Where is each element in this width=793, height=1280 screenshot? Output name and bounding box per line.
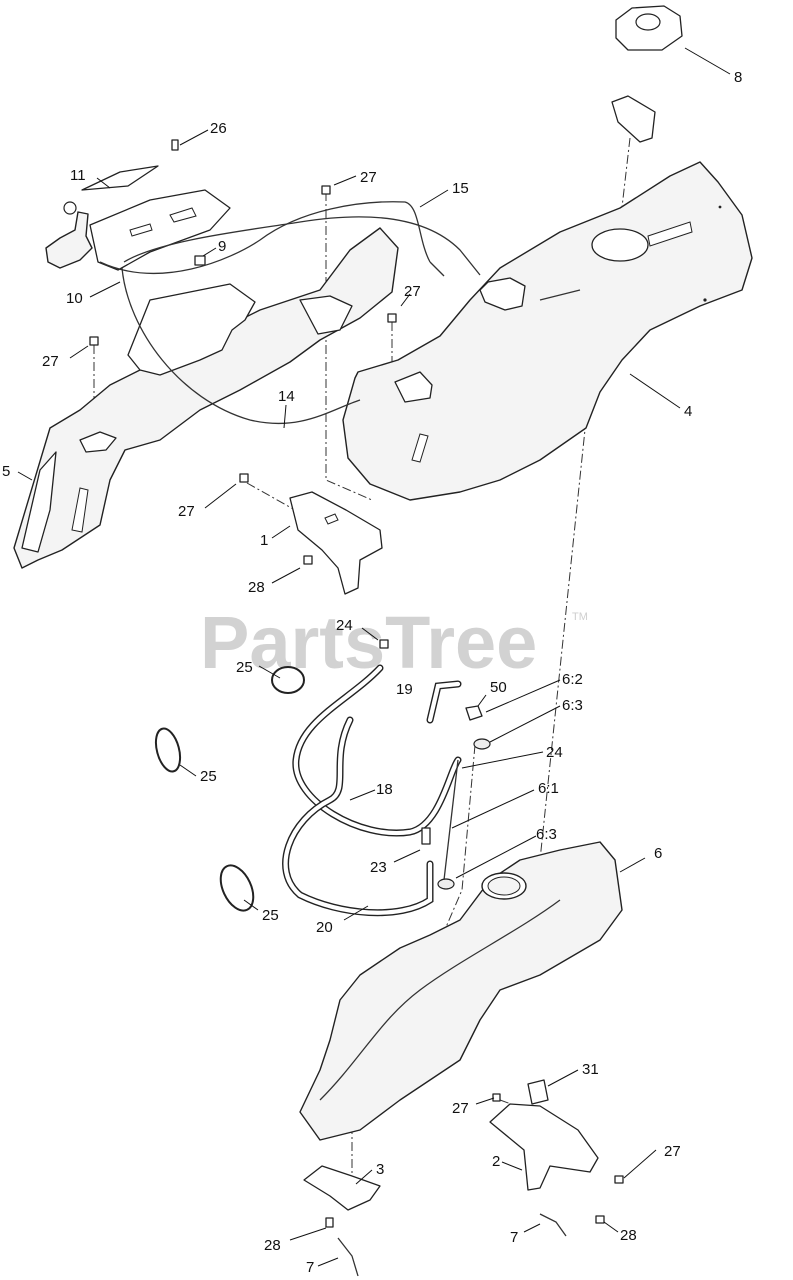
part-5-side-panel	[13, 227, 399, 569]
part-10-control-bracket	[45, 189, 231, 271]
watermark-brand: PartsTree	[200, 601, 537, 684]
callout-23: 23	[370, 859, 387, 876]
part-31-bumper	[527, 1079, 549, 1105]
callout-1: 1	[260, 532, 268, 549]
callout-20: 20	[316, 919, 333, 936]
part-11-bracket-plate	[81, 165, 159, 191]
part-1-bracket	[289, 491, 383, 595]
callout-15: 15	[452, 180, 469, 197]
callout-3: 3	[376, 1161, 384, 1178]
part-19-hose	[426, 680, 462, 724]
callout-6-3: 6:3	[536, 826, 557, 843]
callout-9: 9	[218, 238, 226, 255]
part-6-fuel-tank	[299, 841, 623, 1141]
part-9-clip	[194, 255, 206, 266]
part-4-frame-housing	[342, 161, 753, 501]
callout-6-2: 6:2	[562, 671, 583, 688]
mount-bracket-upper	[127, 283, 256, 376]
callout-6-1: 6:1	[538, 780, 559, 797]
callout-26: 26	[210, 120, 227, 137]
callout-labels: 8 26 11 27 15 9 10 27 27 14 4 5 27 1 28 …	[2, 69, 742, 1276]
callout-31: 31	[582, 1061, 599, 1078]
callout-25: 25	[262, 907, 279, 924]
hose-20	[282, 716, 434, 917]
part-23-fitting	[421, 827, 431, 845]
part-6-1-pickup	[443, 759, 459, 881]
callout-6: 6	[654, 845, 662, 862]
callout-27: 27	[404, 283, 421, 300]
callout-11: 11	[70, 167, 86, 184]
callout-24: 24	[336, 617, 353, 634]
callout-27: 27	[452, 1100, 469, 1117]
callout-28: 28	[620, 1227, 637, 1244]
callout-4: 4	[684, 403, 692, 420]
grommet-6-3-b	[437, 878, 455, 890]
part-50-elbow	[465, 705, 483, 721]
callout-27: 27	[178, 503, 195, 520]
callout-50: 50	[490, 679, 507, 696]
grommet-6-3-a	[473, 738, 491, 750]
cable-14	[121, 216, 481, 425]
part-3-bracket	[303, 1165, 381, 1211]
callout-28: 28	[264, 1237, 281, 1254]
callout-27: 27	[360, 169, 377, 186]
leader-lines	[17, 47, 731, 1267]
clamp-25-c	[219, 864, 255, 912]
cable-15	[99, 201, 445, 277]
part-8-fuel-cap	[611, 5, 683, 143]
callout-27: 27	[664, 1143, 681, 1160]
fasteners	[89, 139, 624, 1228]
hose-18	[292, 664, 462, 837]
callout-2: 2	[492, 1153, 500, 1170]
callout-8: 8	[734, 69, 742, 86]
part-7-rod-b	[539, 1213, 567, 1237]
callout-25: 25	[236, 659, 253, 676]
callout-5: 5	[2, 463, 10, 480]
part-2-bracket	[489, 1103, 599, 1191]
callout-25: 25	[200, 768, 217, 785]
callout-7: 7	[306, 1259, 314, 1276]
callout-18: 18	[376, 781, 393, 798]
callout-7: 7	[510, 1229, 518, 1246]
watermark-trademark: TM	[572, 611, 588, 623]
callout-27: 27	[42, 353, 59, 370]
callout-14: 14	[278, 388, 295, 405]
callout-24: 24	[546, 744, 563, 761]
callout-28: 28	[248, 579, 265, 596]
clamp-25-a	[271, 666, 305, 694]
part-7-rod-a	[337, 1237, 359, 1277]
clamp-25-b	[154, 727, 182, 773]
callout-6-3: 6:3	[562, 697, 583, 714]
callout-10: 10	[66, 290, 83, 307]
callout-19: 19	[396, 681, 413, 698]
